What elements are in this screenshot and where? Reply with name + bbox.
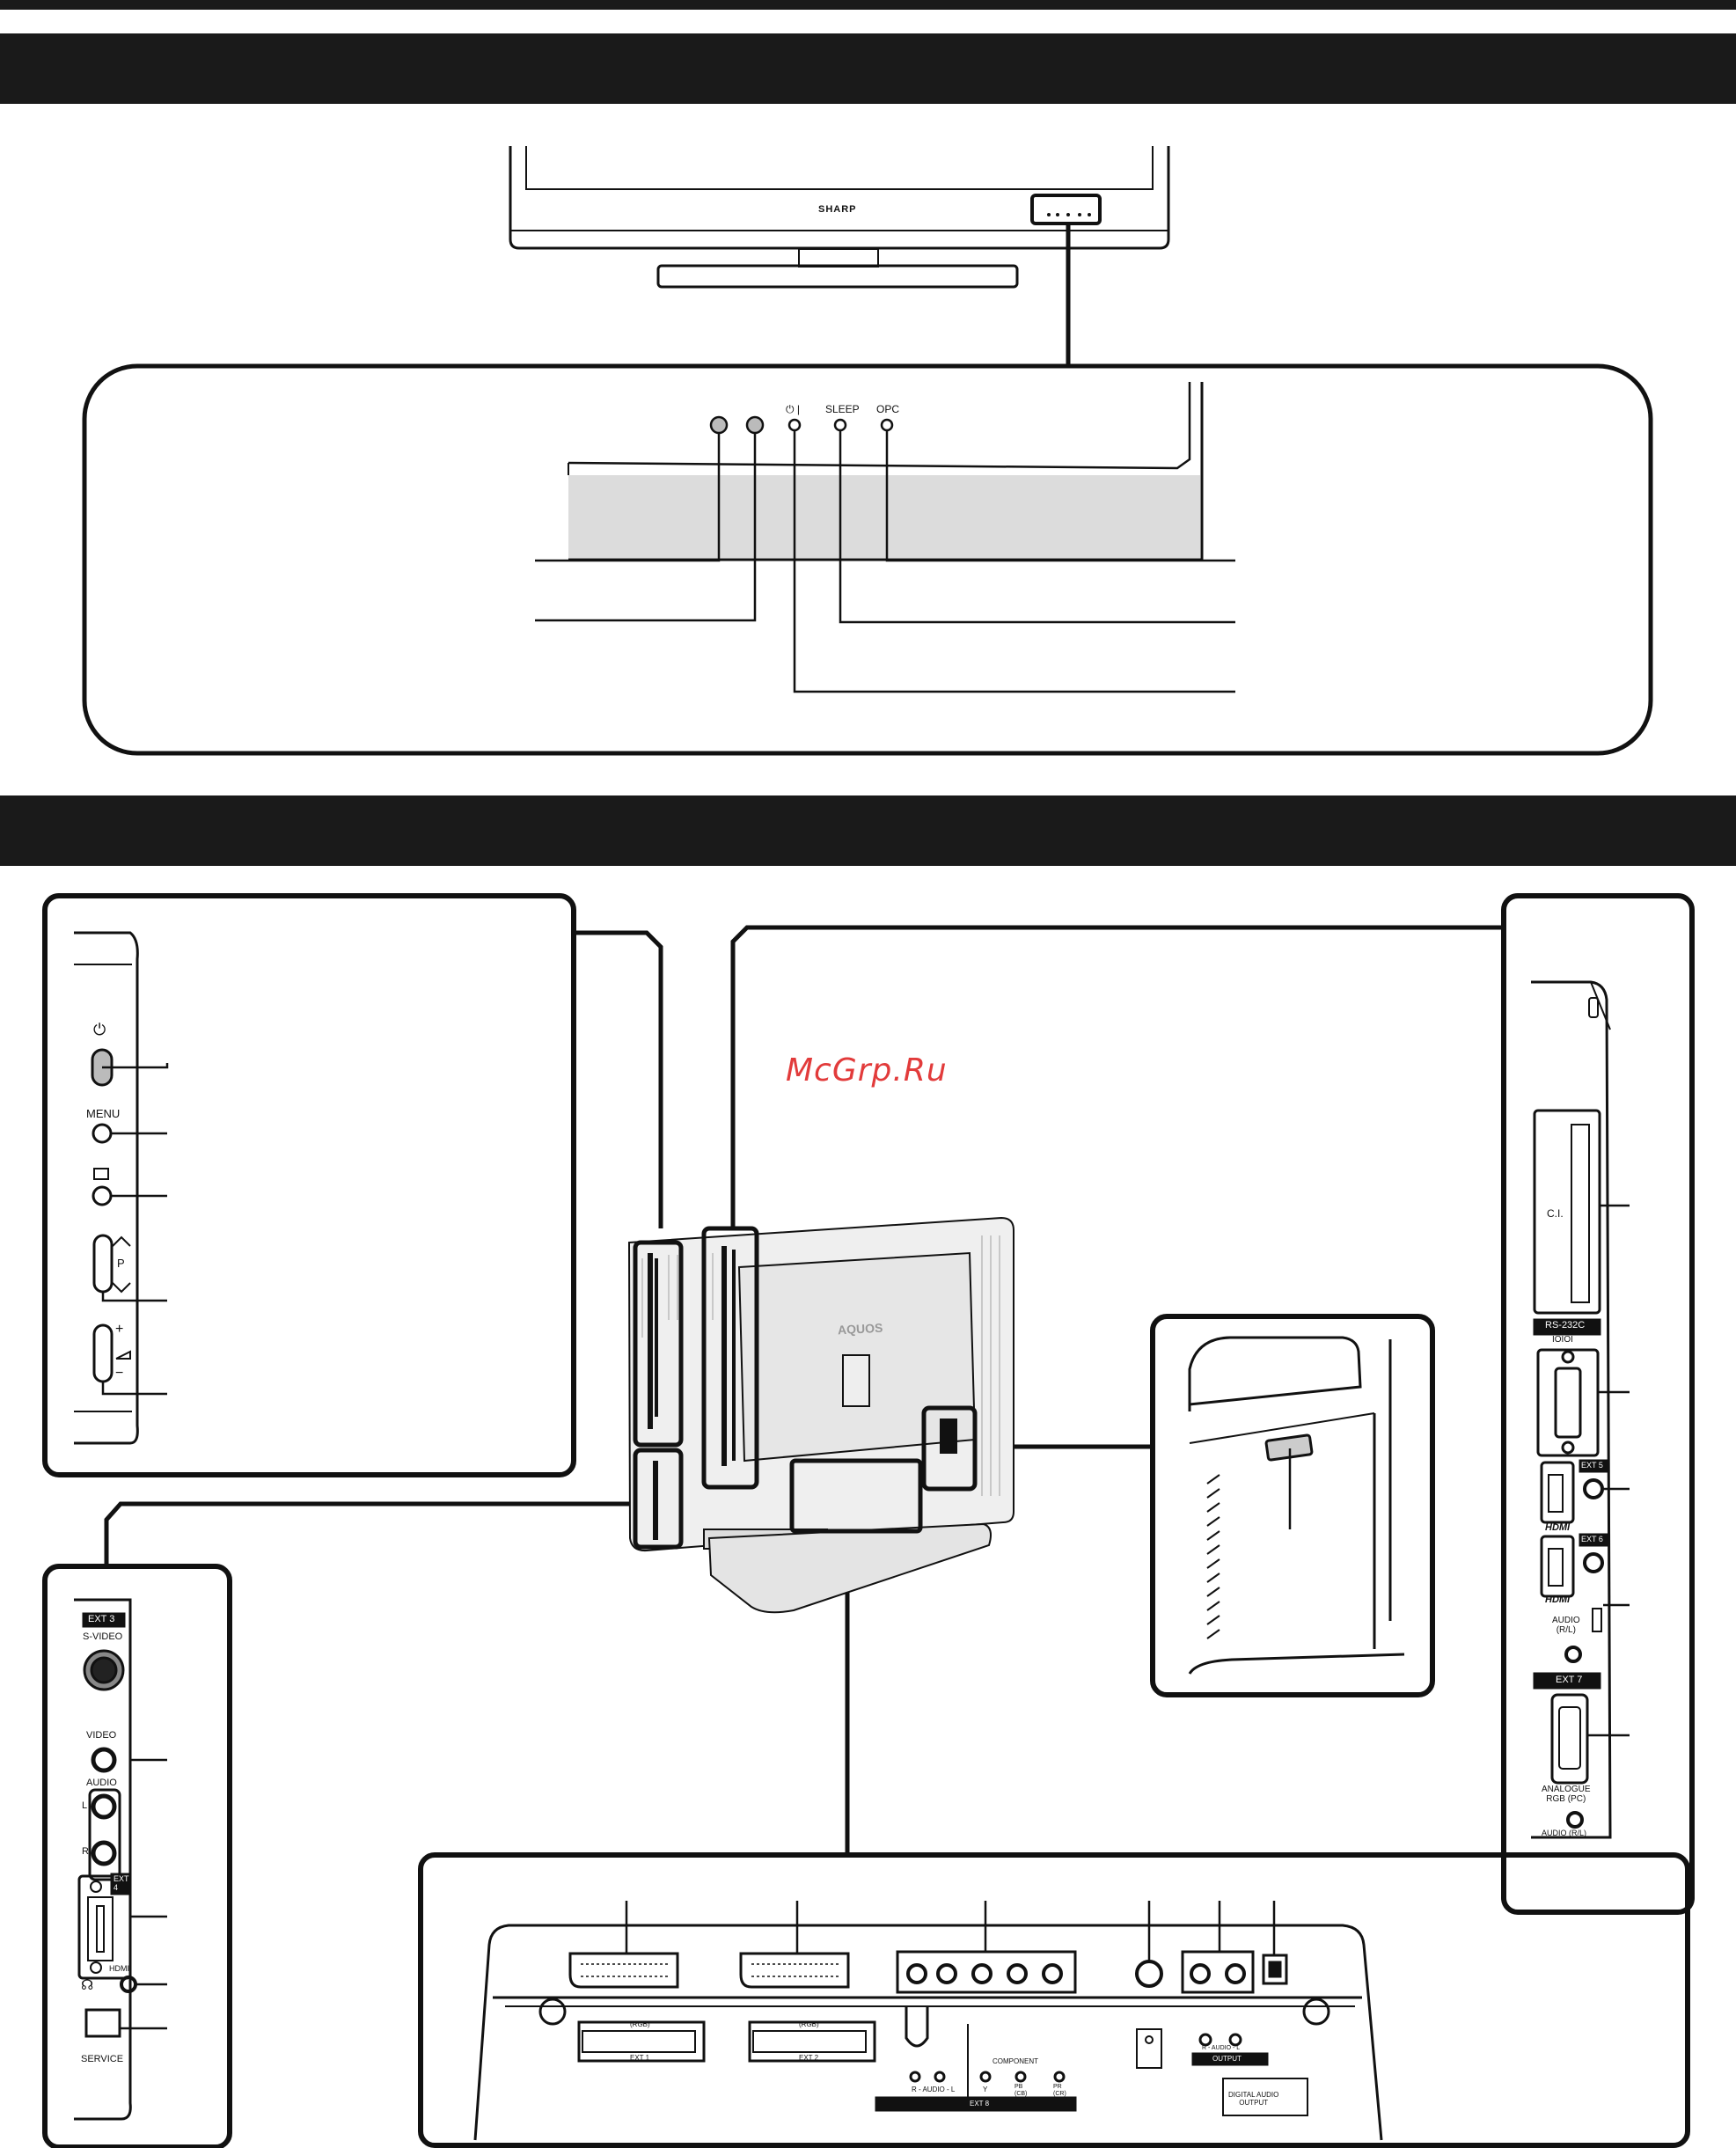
ext3-label: EXT 3 (88, 1614, 115, 1624)
component-pb-label: PB (CB) (1014, 2084, 1028, 2097)
ext4-label: EXT 4 (114, 1874, 129, 1892)
ext7-label: EXT 7 (1556, 1675, 1583, 1685)
power-socket-detail (1188, 1336, 1405, 1675)
ext6-label: EXT 6 (1581, 1535, 1603, 1543)
watermark: McGrp.Ru (786, 1052, 948, 1089)
ext1-label: EXT 1 (630, 2054, 650, 2062)
ci-slot-label: C.I. (1547, 1207, 1564, 1220)
side-controls-panel (74, 931, 139, 1445)
volume-plus-label: + (115, 1322, 124, 1337)
component-label: COMPONENT (993, 2057, 1038, 2065)
service-label: SERVICE (81, 2054, 124, 2064)
right-terminals-frame (1501, 893, 1695, 1915)
rs232c-sub-label: IOIOI (1552, 1335, 1573, 1345)
opc-indicator-label: OPC (876, 403, 900, 415)
audio-l-label: L (82, 1800, 88, 1811)
audio-label: AUDIO (86, 1778, 117, 1788)
svideo-label: S-VIDEO (83, 1631, 123, 1642)
ext1-rgb-label: (RGB) (630, 2020, 650, 2028)
ext8-label: EXT 8 (970, 2100, 990, 2108)
front-panel-zoom-frame (82, 363, 1653, 756)
menu-label: MENU (86, 1107, 121, 1120)
sleep-indicator-label: SLEEP (825, 403, 860, 415)
hdmi-label-left: HDMI (109, 1964, 129, 1973)
power-button-icon: ⏻ (93, 1021, 106, 1038)
channel-label: P (117, 1257, 125, 1270)
right-terminals-panel (1531, 980, 1612, 1839)
input-icon (93, 1168, 109, 1180)
rs232c-label: RS-232C (1545, 1320, 1586, 1331)
video-label: VIDEO (86, 1730, 117, 1741)
component-y-label: Y (983, 2086, 988, 2093)
ext2-label: EXT 2 (799, 2054, 819, 2062)
hdmi-logo-ext5: HDMI (1545, 1522, 1571, 1533)
headphone-icon: ☊ (81, 1978, 94, 1993)
power-indicator-label: ⏻ | (786, 403, 800, 415)
ext2-rgb-label: (RGB) (799, 2020, 819, 2028)
left-terminals-frame (42, 1564, 232, 2148)
digital-audio-output-label: DIGITAL AUDIO OUTPUT (1228, 2091, 1279, 2107)
ext8-audio-label: R - AUDIO - L (912, 2086, 956, 2093)
power-socket-frame (1150, 1314, 1435, 1697)
bottom-terminals-frame (418, 1852, 1690, 2148)
top-rule (0, 0, 1736, 10)
side-controls-frame (42, 893, 576, 1477)
aquos-logo: AQUOS (837, 1320, 883, 1338)
bottom-terminals-panel (473, 1924, 1383, 2141)
audio-r-label: R (82, 1846, 89, 1857)
volume-minus-label: − (115, 1366, 124, 1381)
hdmi-logo-ext6: HDMI (1545, 1595, 1571, 1605)
left-terminals-panel (74, 1598, 137, 2121)
sharp-logo: SHARP (818, 204, 857, 215)
rear-callout-boxes (633, 1226, 978, 1550)
audio-rl-bottom-label: AUDIO (R/L) (1542, 1829, 1587, 1837)
section-header-bar-front (0, 33, 1736, 104)
analogue-rgb-label: ANALOGUE RGB (PC) (1542, 1785, 1591, 1804)
component-pr-label: PR (CR) (1053, 2084, 1066, 2097)
tv-rear-illustration (627, 1216, 1014, 1614)
tv-front-illustration (509, 146, 1170, 289)
audio-rl-label: AUDIO (R/L) (1552, 1616, 1580, 1635)
output-label: OUTPUT (1212, 2055, 1242, 2063)
output-audio-label: R - AUDIO - L (1202, 2045, 1241, 2051)
ext5-label: EXT 5 (1581, 1461, 1603, 1470)
section-header-bar-rear (0, 795, 1736, 866)
